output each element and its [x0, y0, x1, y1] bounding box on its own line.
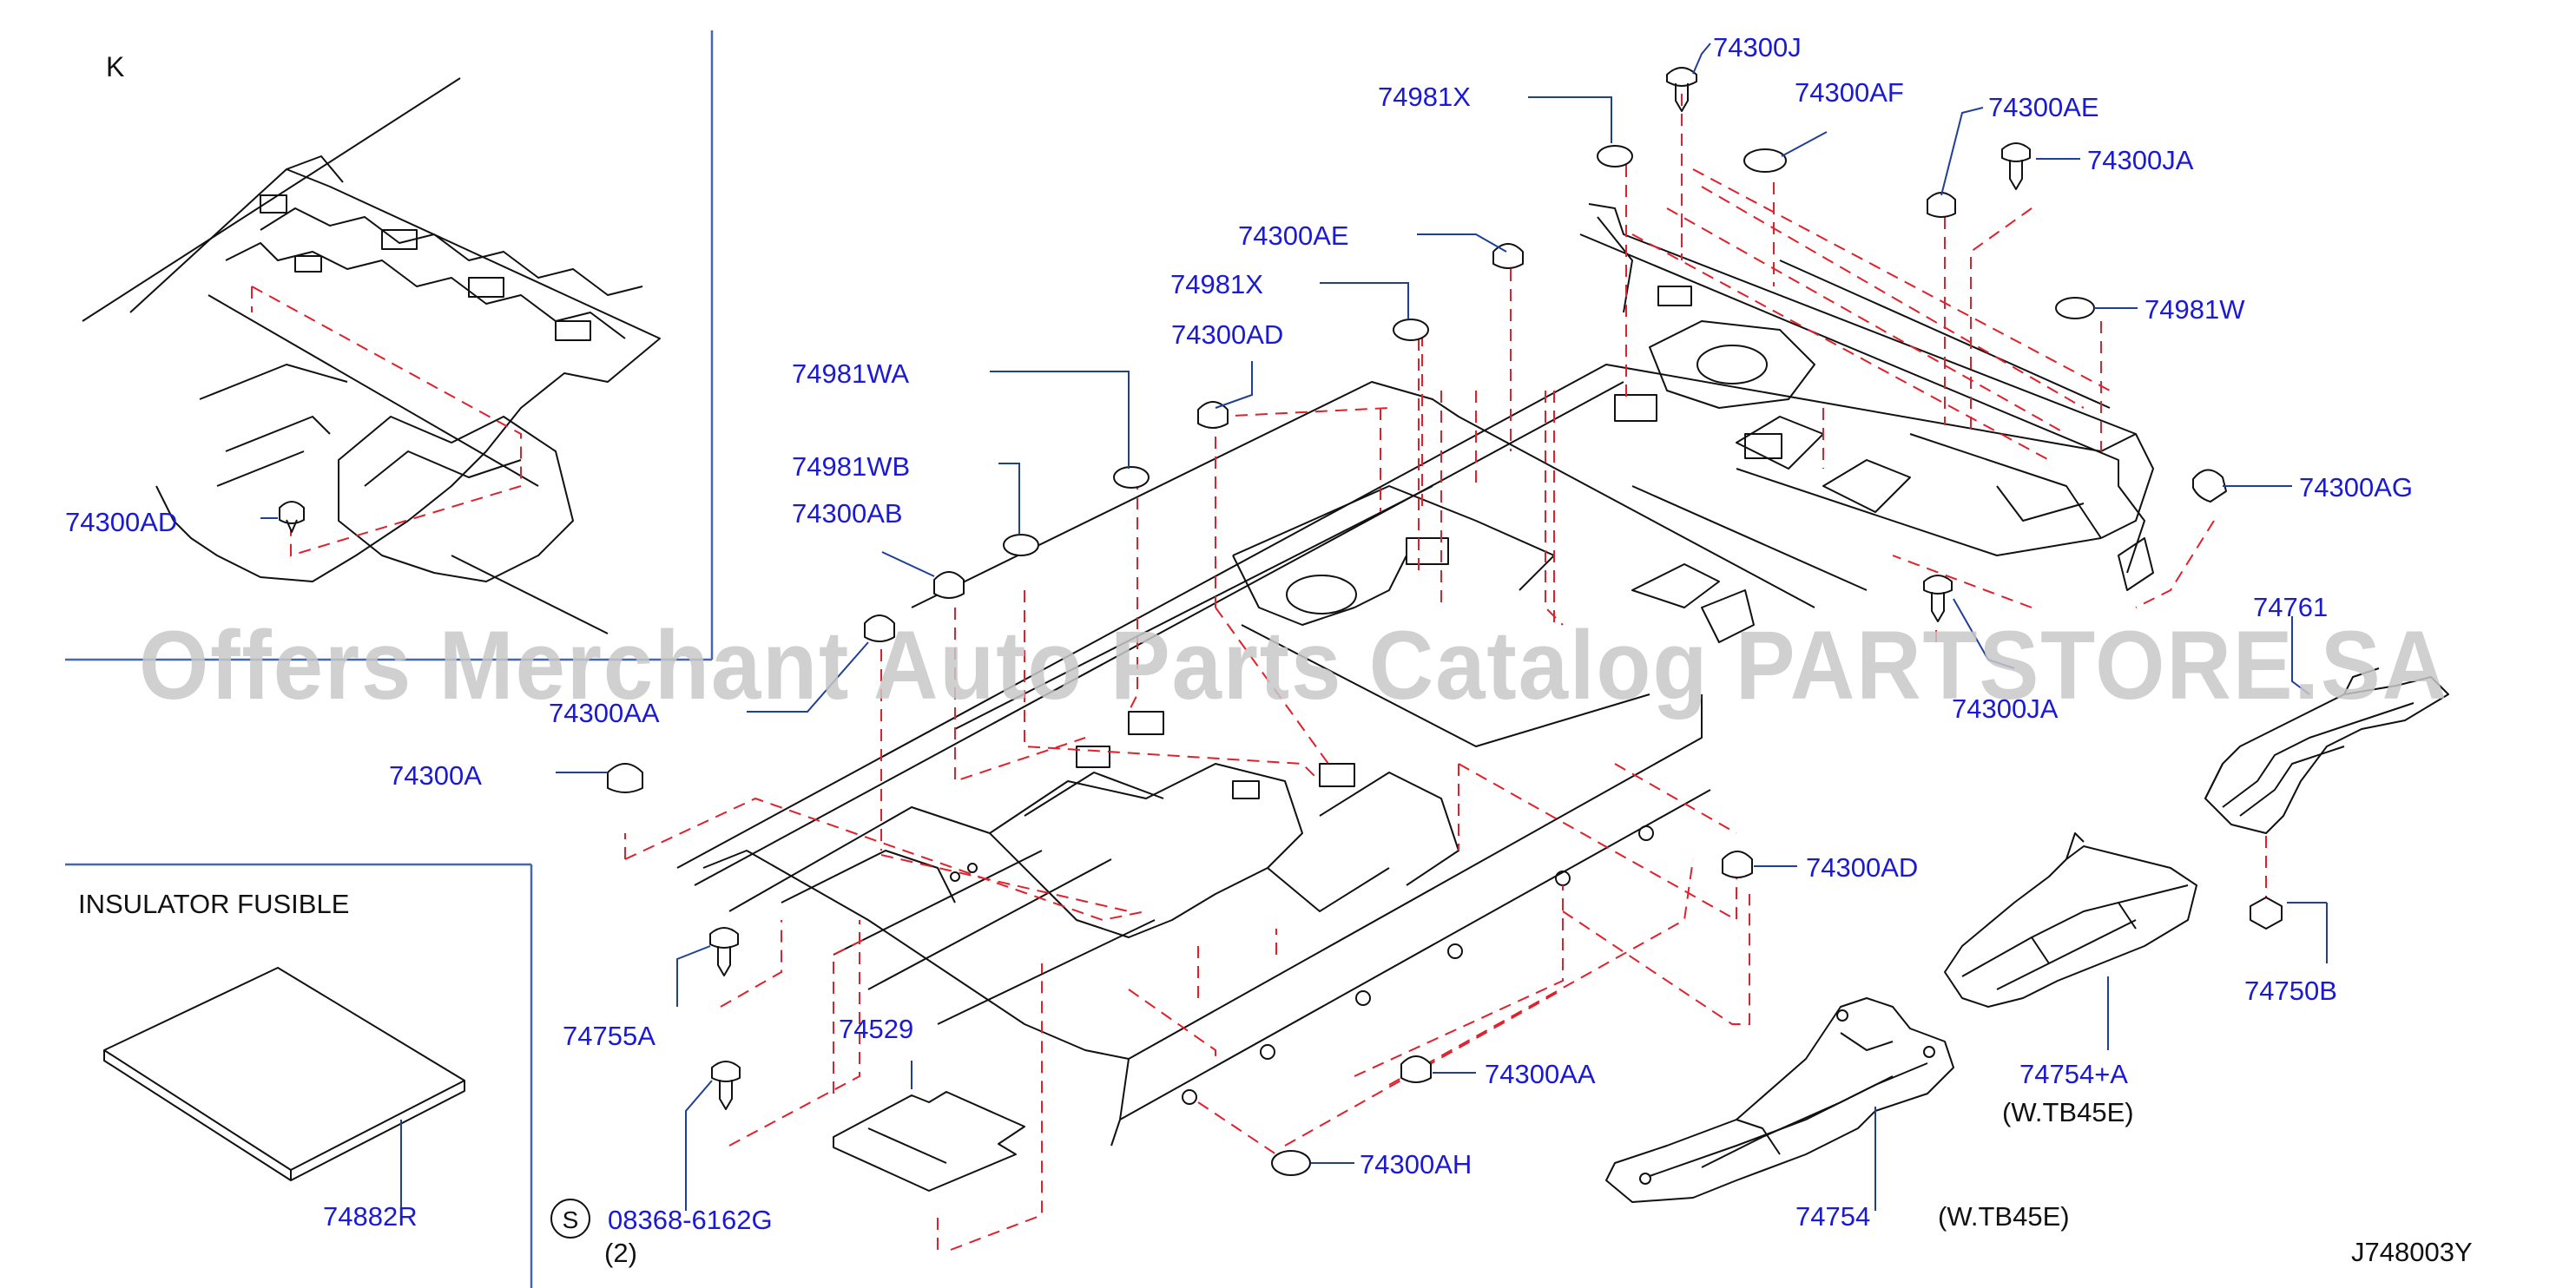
label-74981x-top: 74981X: [1378, 82, 1471, 112]
inset-frames: [65, 30, 714, 1288]
label-74981wa: 74981WA: [792, 358, 909, 389]
label-74754: 74754: [1795, 1201, 1870, 1232]
label-74300ab: 74300AB: [792, 498, 903, 529]
clip-74300ab-icon: [933, 571, 965, 599]
label-74300aa-right: 74300AA: [1485, 1059, 1596, 1089]
label-74754-note: (W.TB45E): [1938, 1201, 2070, 1232]
label-74529: 74529: [839, 1014, 913, 1044]
label-74981x-mid: 74981X: [1170, 269, 1263, 299]
label-74755a: 74755A: [563, 1021, 656, 1051]
label-08368-6162g-qty: (2): [604, 1238, 637, 1268]
clip-74300a-icon: [607, 763, 643, 793]
label-74300ae-top: 74300AE: [1988, 92, 2099, 122]
label-74300aa-left: 74300AA: [549, 698, 660, 728]
clip-74300ad-right-icon: [1722, 851, 1753, 878]
label-74754-plus-a: 74754+A: [2019, 1059, 2128, 1089]
bolt-74300ja-low-icon: [1923, 575, 1953, 622]
bolt-08368-icon: [711, 1061, 741, 1110]
bolt-74300ja-top-icon: [2001, 142, 2031, 190]
insulator-part-label: 74882R: [323, 1201, 418, 1232]
clip-74300ad-mid-icon: [1197, 401, 1229, 429]
inset-k-panel: K 74300AD: [65, 51, 661, 634]
fasteners: [607, 67, 2283, 1176]
label-74981wb: 74981WB: [792, 451, 910, 482]
label-74300ja-low: 74300JA: [1952, 693, 2059, 724]
label-74300ja-top: 74300JA: [2087, 145, 2194, 175]
label-74300ad-right: 74300AD: [1806, 852, 1918, 883]
label-74300ag: 74300AG: [2299, 472, 2413, 503]
standard-part-marker-letter: S: [563, 1206, 579, 1233]
bolt-74755a-icon: [709, 927, 739, 976]
plug-74981w-icon: [2055, 297, 2095, 319]
plug-74981x-top-icon: [1597, 145, 1633, 168]
inset-insulator-title: INSULATOR FUSIBLE: [78, 889, 349, 919]
label-74750b: 74750B: [2244, 976, 2337, 1006]
label-08368-6162g: 08368-6162G: [608, 1205, 773, 1235]
nut-74750b-icon: [2250, 897, 2283, 930]
clip-74300ae-top-icon: [1927, 192, 1956, 218]
label-74761: 74761: [2253, 592, 2328, 622]
plug-74981wb-icon: [1003, 534, 1039, 556]
clip-74300ag-icon: [2192, 469, 2227, 503]
panel-74754: [1605, 997, 1954, 1211]
panel-74754-plus-a: [1944, 832, 2197, 1050]
main-floor-body: [676, 203, 2154, 1147]
inset-k-label: 74300AD: [65, 507, 177, 537]
inset-k-title: K: [106, 51, 124, 82]
label-74981w: 74981W: [2144, 294, 2245, 325]
diagram-code: J748003Y: [2351, 1237, 2473, 1267]
label-74754-plus-a-note: (W.TB45E): [2002, 1097, 2134, 1127]
bolt-74300j-icon: [1666, 67, 1697, 112]
assembly-guide-lines: [624, 94, 2267, 1251]
standard-part-marker: [550, 1199, 590, 1239]
plug-74300ah-icon: [1271, 1150, 1311, 1176]
clip-74300aa-right-icon: [1400, 1055, 1432, 1083]
label-74300ae-mid: 74300AE: [1238, 220, 1349, 251]
watermark: Offers Merchant Auto Parts Catalog PARTS…: [139, 611, 2448, 720]
panel-74529: [833, 1061, 1025, 1192]
leader-lines: [556, 43, 2328, 1211]
clip-74300ae-mid-icon: [1492, 243, 1524, 269]
part-labels: 74300J 74981X 74300AF 74300AE 74300JA 74…: [389, 32, 2473, 1268]
inset-insulator-panel: INSULATOR FUSIBLE 74882R: [78, 889, 465, 1232]
plug-74981wa-icon: [1113, 466, 1150, 489]
label-74300ad-mid: 74300AD: [1171, 319, 1283, 350]
plug-74300af-icon: [1743, 148, 1787, 173]
label-74300a: 74300A: [389, 760, 482, 791]
plug-74981x-mid-icon: [1393, 319, 1429, 341]
label-74300ah: 74300AH: [1360, 1149, 1472, 1180]
clip-74300aa-left-icon: [864, 614, 895, 642]
label-74300j: 74300J: [1713, 32, 1802, 62]
label-74300af: 74300AF: [1795, 77, 1904, 108]
panel-74761: [2204, 616, 2449, 834]
